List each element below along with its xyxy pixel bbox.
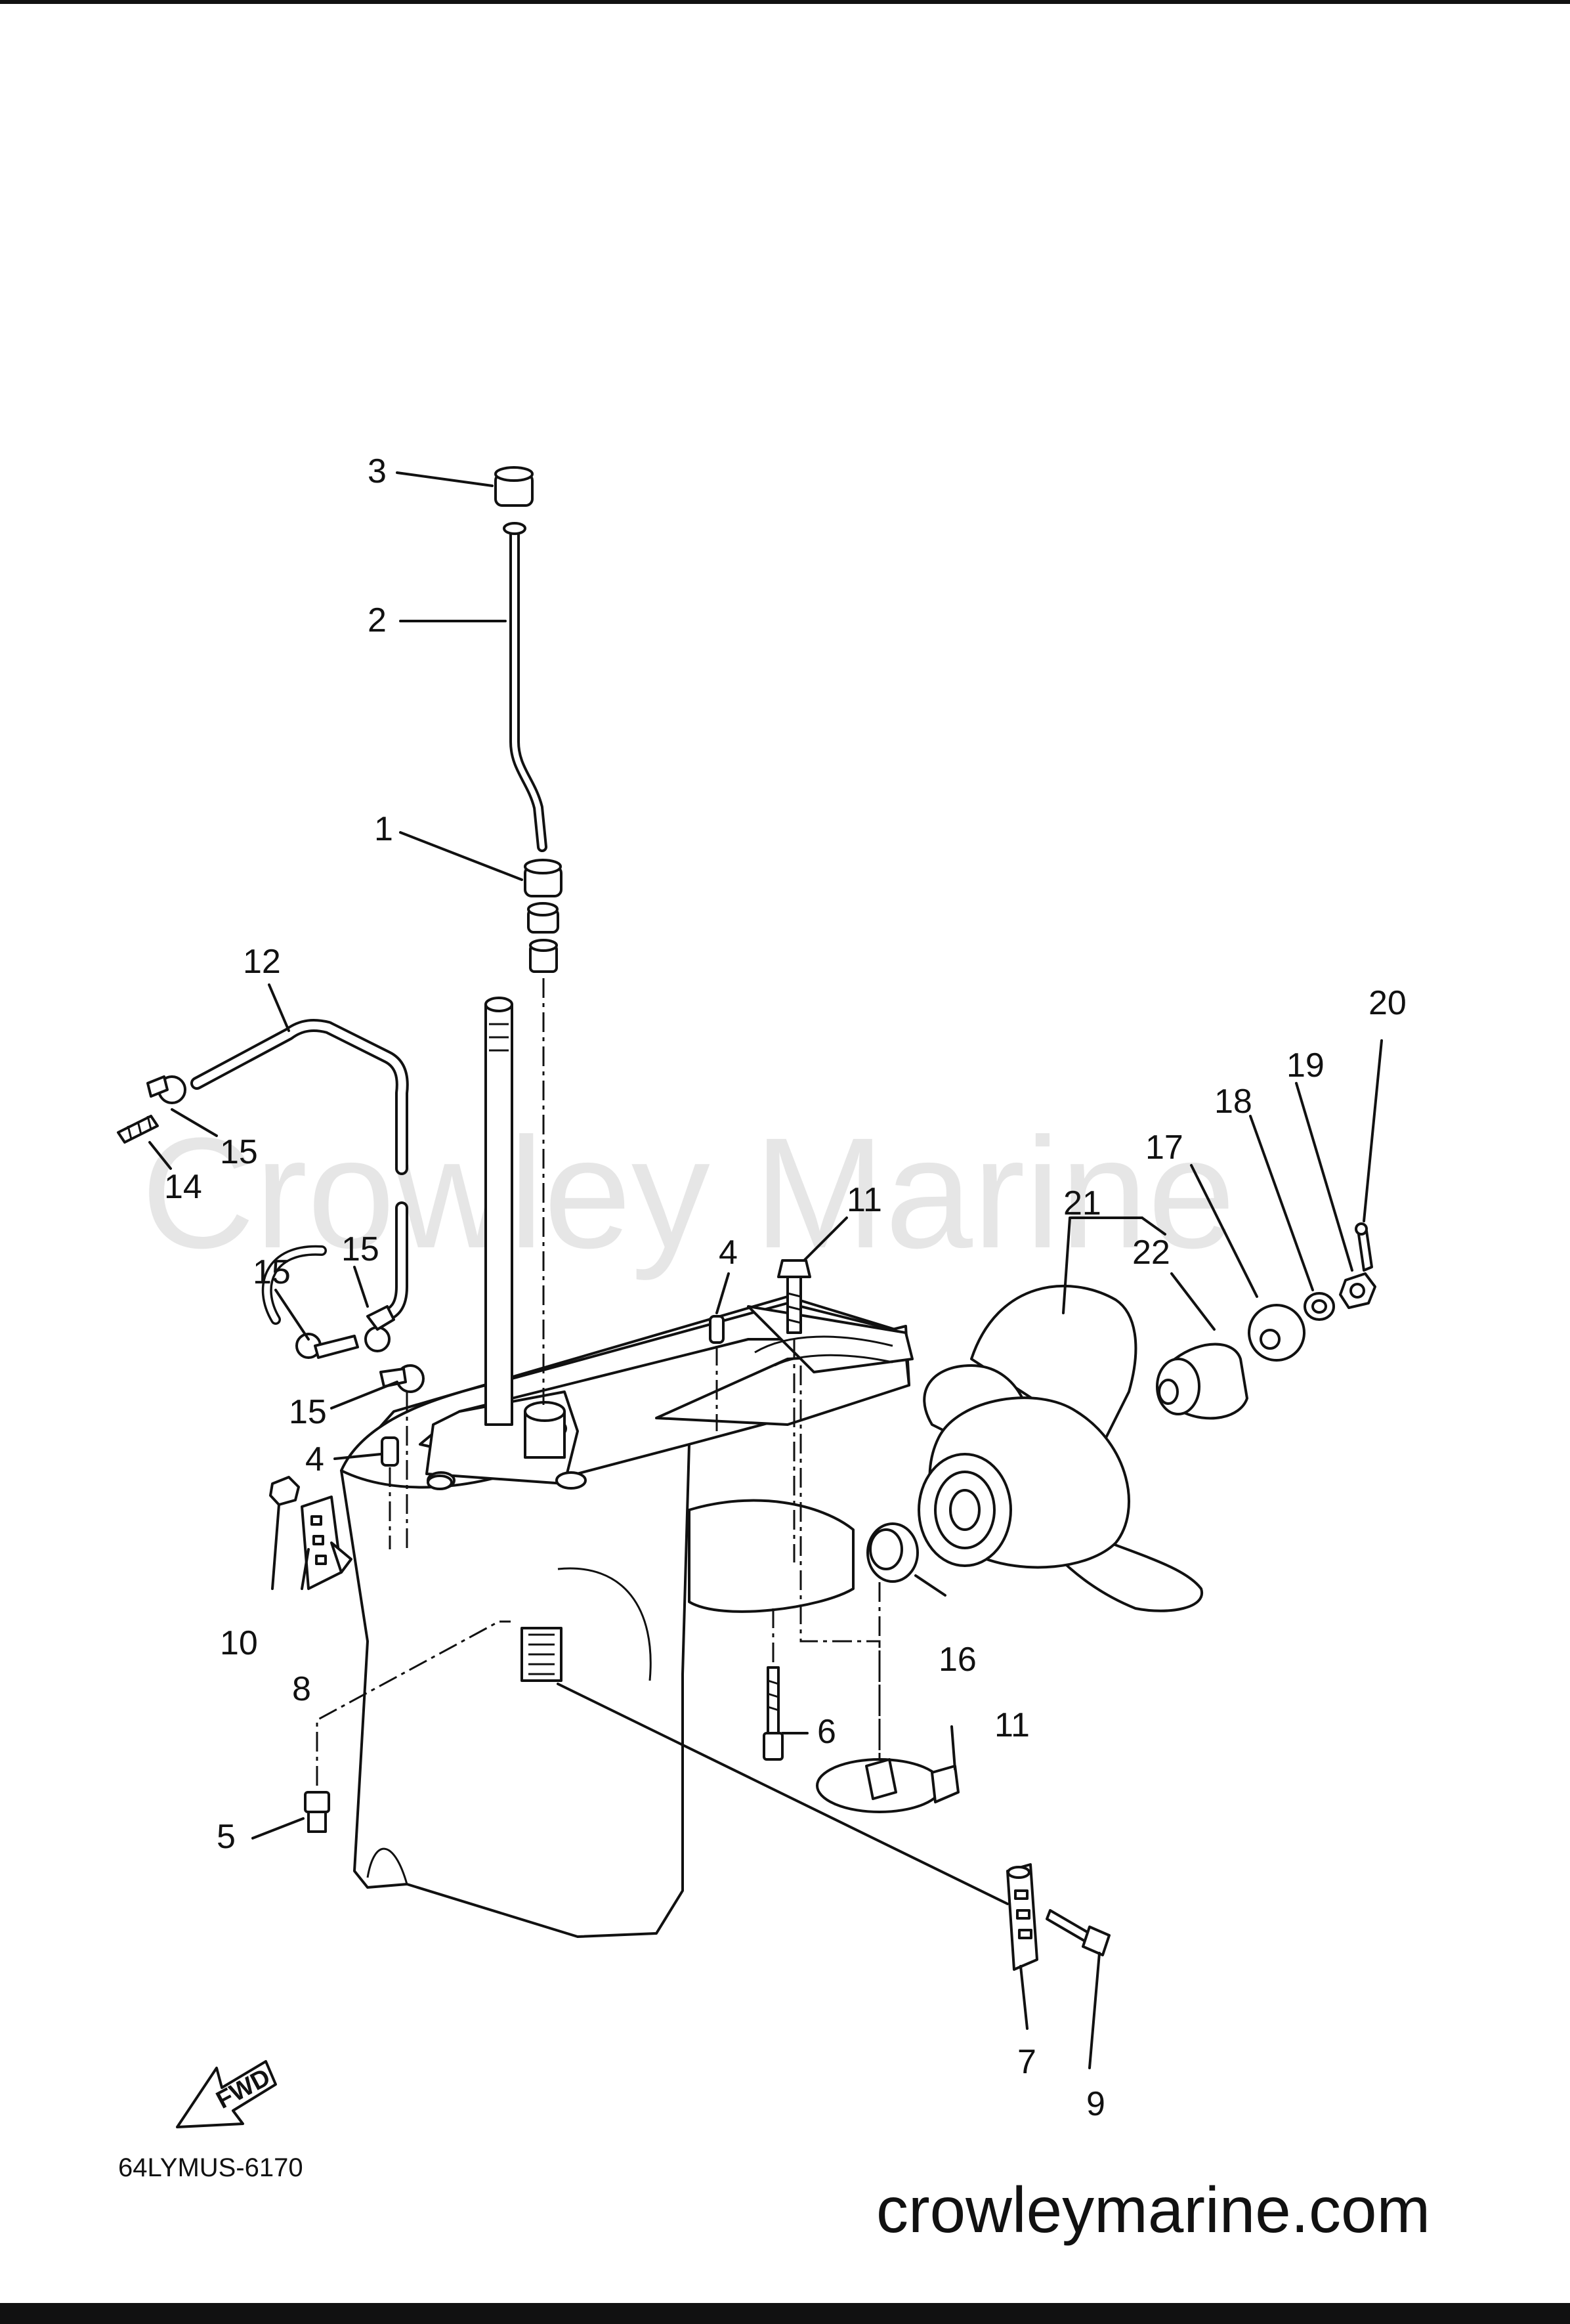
callout-6: 6 — [817, 1713, 836, 1751]
bracket-part-8 — [301, 1496, 352, 1590]
callout-5: 5 — [217, 1818, 236, 1856]
dowel-pin-a — [709, 1315, 725, 1344]
callout-16: 16 — [939, 1641, 977, 1679]
callout-15-d: 15 — [289, 1393, 327, 1431]
dowel-pin-b — [381, 1436, 399, 1467]
grommet-part-3 — [494, 466, 534, 507]
hose-part-13 — [190, 1019, 409, 1325]
cotter-pin-part-20 — [1355, 1222, 1373, 1272]
bolt-part-12 — [777, 1259, 811, 1334]
fwd-arrow-icon: FWD — [176, 2060, 277, 2128]
top-border — [0, 0, 1570, 4]
screw-part-14 — [117, 1115, 159, 1144]
callout-15-c: 15 — [253, 1253, 291, 1291]
callout-11: 11 — [994, 1706, 1030, 1744]
spacer-part-22 — [1156, 1343, 1248, 1420]
nut-part-19 — [1339, 1272, 1376, 1309]
callout-13: 12 — [243, 943, 281, 981]
lower-case-housing — [340, 1295, 914, 1938]
callout-19: 19 — [1286, 1046, 1325, 1085]
propeller-part-21 — [918, 1284, 1204, 1612]
callout-labels: 3 2 1 12 15 14 15 15 15 4 11 4 10 8 5 6 … — [164, 452, 1407, 2123]
callout-8: 8 — [292, 1670, 311, 1708]
cap-part-16 — [866, 1522, 919, 1583]
bolt-part-9 — [1046, 1909, 1111, 1956]
callout-22: 22 — [1132, 1234, 1170, 1272]
callout-14: 14 — [164, 1168, 202, 1206]
seal-part-1 — [524, 859, 562, 973]
trim-tab-part-7 — [1006, 1863, 1038, 1971]
bolt-part-6 — [763, 1666, 784, 1761]
nut-part-10 — [269, 1476, 300, 1506]
drive-shaft — [484, 997, 513, 1426]
callout-4-a: 4 — [719, 1234, 738, 1272]
callout-9: 9 — [1086, 2085, 1105, 2123]
callout-4-b: 4 — [305, 1440, 324, 1478]
callout-10: 10 — [220, 1624, 258, 1662]
clamp-part-15-c — [364, 1305, 395, 1352]
washer-part-17 — [1248, 1304, 1305, 1362]
callout-21: 21 — [1063, 1184, 1101, 1222]
water-inlet-grille — [520, 1627, 562, 1682]
callout-20: 20 — [1368, 984, 1407, 1022]
bolt-part-5 — [304, 1791, 330, 1833]
callout-2: 2 — [368, 601, 387, 639]
callout-17: 17 — [1145, 1129, 1183, 1167]
callout-3: 3 — [368, 452, 387, 490]
drawing-code: 64LYMUS-6170 — [118, 2153, 303, 2182]
callout-15-b: 15 — [341, 1230, 379, 1268]
callout-15-a: 15 — [220, 1133, 258, 1171]
anode-part-11 — [816, 1758, 960, 1813]
site-url: crowleymarine.com — [876, 2174, 1430, 2246]
callout-1: 1 — [374, 810, 393, 848]
bottom-border — [0, 2303, 1570, 2324]
clamp-part-15-a — [146, 1075, 186, 1104]
callout-leaders — [148, 471, 1383, 2069]
clamp-part-15-b — [295, 1333, 359, 1359]
callout-18: 18 — [1214, 1083, 1252, 1121]
callout-7: 7 — [1017, 2043, 1036, 2081]
washer-part-18 — [1304, 1292, 1335, 1321]
water-tube — [503, 522, 547, 852]
callout-12: 11 — [847, 1181, 882, 1219]
clamp-part-15-d — [379, 1364, 425, 1393]
fwd-label: FWD — [212, 2063, 275, 2115]
